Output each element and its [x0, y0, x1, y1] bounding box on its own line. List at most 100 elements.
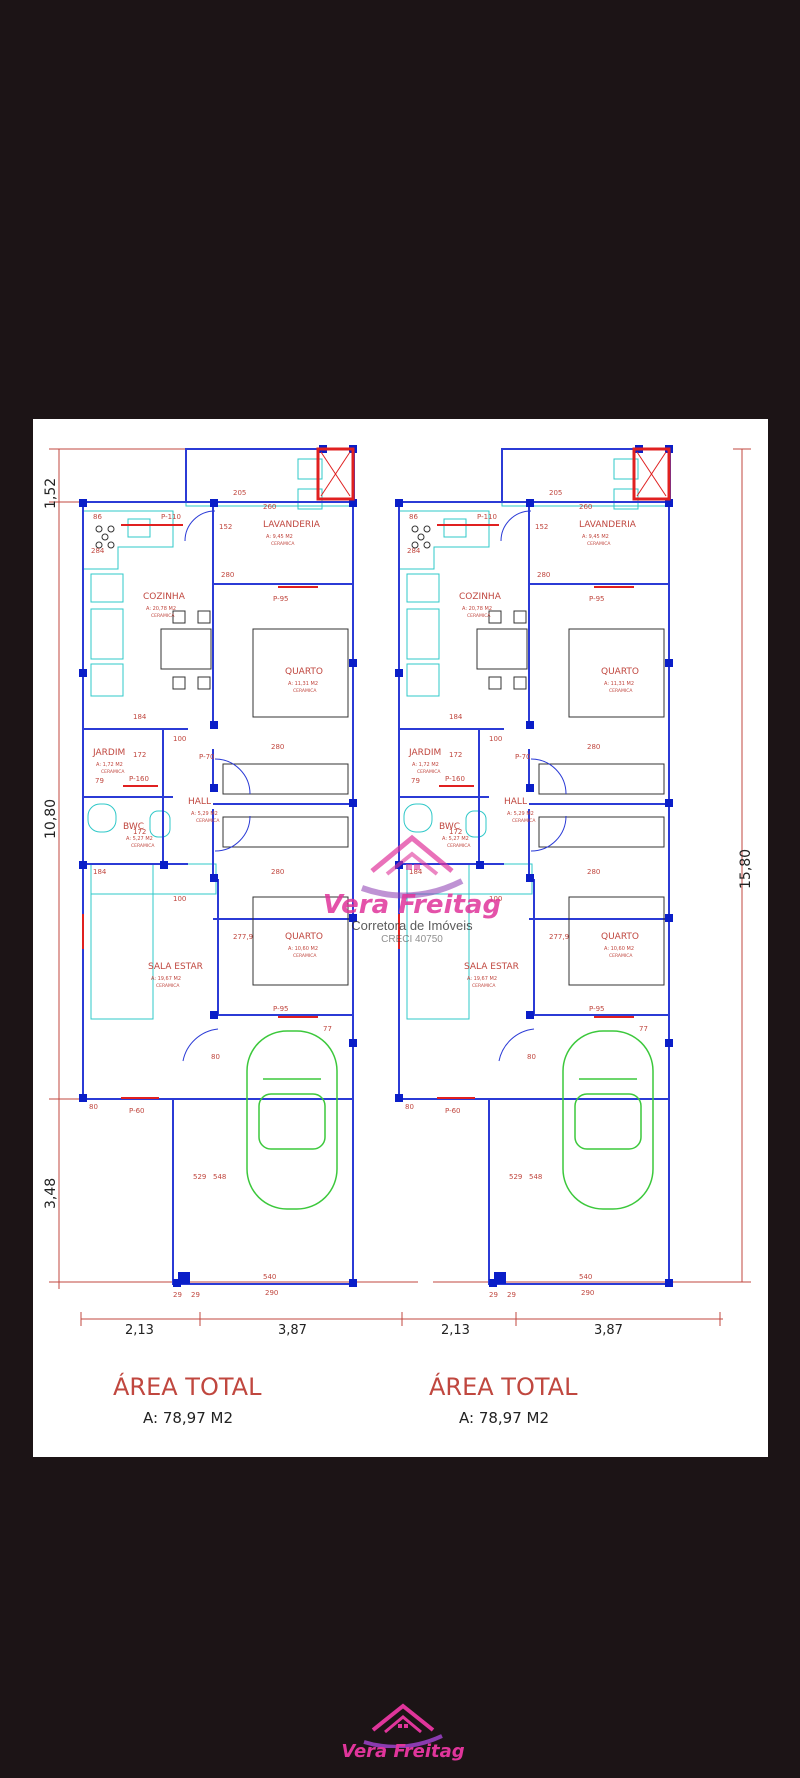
annotation-d184a: 184	[93, 868, 107, 876]
annotation-d184a: 184	[409, 868, 423, 876]
annotation-d80a: 80	[405, 1103, 414, 1111]
room-name-cozinha: COZINHA	[143, 592, 186, 602]
annotation-d152: 152	[219, 523, 232, 531]
room-area-hall: A: 5,29 M2	[507, 811, 534, 817]
annotation-d260: 260	[263, 503, 276, 511]
room-name-sala: SALA ESTAR	[148, 962, 203, 972]
room-area-quarto1: A: 11,31 M2	[288, 681, 318, 687]
room-area-bwc: A: 5,27 M2	[126, 836, 153, 842]
annotation-d79: 79	[95, 777, 104, 785]
fixtures	[399, 448, 671, 1020]
annotation-d548: 548	[213, 1173, 226, 1181]
annotation-p95b: P-95	[273, 1005, 289, 1013]
room-name-lavanderia: LAVANDERIA	[263, 520, 321, 530]
annotation-d172a: 172	[133, 751, 146, 759]
room-finish-cozinha: CERAMICA	[151, 613, 175, 619]
annotation-d290: 290	[581, 1289, 594, 1297]
dim-bottom-left: 2,13	[125, 1323, 154, 1338]
room-name-jardim: JARDIM	[92, 748, 125, 758]
annotation-p110: P-110	[477, 513, 497, 521]
annotation-d77: 77	[639, 1025, 648, 1033]
room-finish-lavanderia: CERAMICA	[271, 541, 295, 547]
door-swings	[182, 510, 251, 1062]
annotation-d29b: 29	[191, 1291, 200, 1299]
room-name-lavanderia: LAVANDERIA	[579, 520, 637, 530]
room-area-quarto2: A: 10,60 M2	[288, 946, 318, 952]
annotation-d29a: 29	[173, 1291, 182, 1299]
annotation-d100a: 100	[173, 735, 186, 743]
room-finish-quarto1: CERAMICA	[609, 688, 633, 694]
annotation-p60: P-60	[129, 1107, 145, 1115]
room-name-bwc: BWC	[439, 822, 460, 832]
annotation-p60: P-60	[445, 1107, 461, 1115]
total-area-label: ÁREA TOTAL	[113, 1372, 262, 1401]
dim-left-bottom: 3,48	[43, 1178, 59, 1209]
annotation-d172b: 172	[449, 828, 462, 836]
annotation-p70: P-70	[515, 753, 531, 761]
room-finish-jardim: CERAMICA	[417, 769, 441, 775]
dim-bottom-left: 2,13	[441, 1323, 470, 1338]
room-finish-sala: CERAMICA	[156, 983, 180, 989]
room-area-sala: A: 19,67 M2	[151, 976, 181, 982]
annotation-p160: P-160	[129, 775, 149, 783]
dim-bottom-right: 3,87	[278, 1323, 307, 1338]
room-name-sala: SALA ESTAR	[464, 962, 519, 972]
room-finish-cozinha: CERAMICA	[467, 613, 491, 619]
annotation-d29b: 29	[507, 1291, 516, 1299]
annotation-p95b: P-95	[589, 1005, 605, 1013]
total-area-value: A: 78,97 M2	[459, 1409, 549, 1427]
annotation-d2779: 277,9	[233, 933, 253, 941]
room-area-lavanderia: A: 9,45 M2	[266, 534, 293, 540]
room-name-quarto1: QUARTO	[285, 667, 323, 677]
annotation-p160: P-160	[445, 775, 465, 783]
footer-brand-name: Vera Freitag	[341, 1741, 465, 1762]
annotation-d184b: 184	[449, 713, 463, 721]
room-area-cozinha: A: 20,78 M2	[146, 606, 176, 612]
annotation-d540: 540	[263, 1273, 276, 1281]
room-area-hall: A: 5,29 M2	[191, 811, 218, 817]
total-area-label: ÁREA TOTAL	[429, 1372, 578, 1401]
annotation-p110: P-110	[161, 513, 181, 521]
annotation-d80b: 80	[527, 1053, 536, 1061]
watermark-house-logo	[360, 834, 464, 899]
annotation-d205: 205	[549, 489, 562, 497]
dim-bottom-right: 3,87	[594, 1323, 623, 1338]
room-finish-jardim: CERAMICA	[101, 769, 125, 775]
room-finish-sala: CERAMICA	[472, 983, 496, 989]
room-area-quarto2: A: 10,60 M2	[604, 946, 634, 952]
room-area-bwc: A: 5,27 M2	[442, 836, 469, 842]
room-area-jardim: A: 1,72 M2	[96, 762, 123, 768]
annotation-d100b: 100	[489, 895, 502, 903]
room-finish-bwc: CERAMICA	[131, 843, 155, 849]
annotation-d86: 86	[93, 513, 102, 521]
room-name-quarto1: QUARTO	[601, 667, 639, 677]
annotation-d280c: 280	[587, 868, 600, 876]
annotation-d80a: 80	[89, 1103, 98, 1111]
annotation-p95a: P-95	[273, 595, 289, 603]
room-area-sala: A: 19,67 M2	[467, 976, 497, 982]
annotation-d86: 86	[409, 513, 418, 521]
walls	[82, 448, 355, 1285]
room-finish-bwc: CERAMICA	[447, 843, 471, 849]
annotation-d152: 152	[535, 523, 548, 531]
watermark-creci: CRECI 40750	[381, 934, 443, 945]
watermark-subtitle: Corretora de Imóveis	[351, 918, 473, 933]
annotation-d2779: 277,9	[549, 933, 569, 941]
room-finish-quarto1: CERAMICA	[293, 688, 317, 694]
room-name-hall: HALL	[188, 797, 211, 807]
annotation-d529: 529	[193, 1173, 206, 1181]
annotation-d284: 284	[91, 547, 105, 555]
room-name-quarto2: QUARTO	[601, 932, 639, 942]
annotation-d172b: 172	[133, 828, 146, 836]
room-name-cozinha: COZINHA	[459, 592, 502, 602]
annotation-d280c: 280	[271, 868, 284, 876]
annotation-d529: 529	[509, 1173, 522, 1181]
door-swings	[498, 510, 567, 1062]
annotation-d172a: 172	[449, 751, 462, 759]
room-finish-quarto2: CERAMICA	[293, 953, 317, 959]
annotation-d280a: 280	[221, 571, 234, 579]
annotation-d100a: 100	[489, 735, 502, 743]
annotation-d79: 79	[411, 777, 420, 785]
